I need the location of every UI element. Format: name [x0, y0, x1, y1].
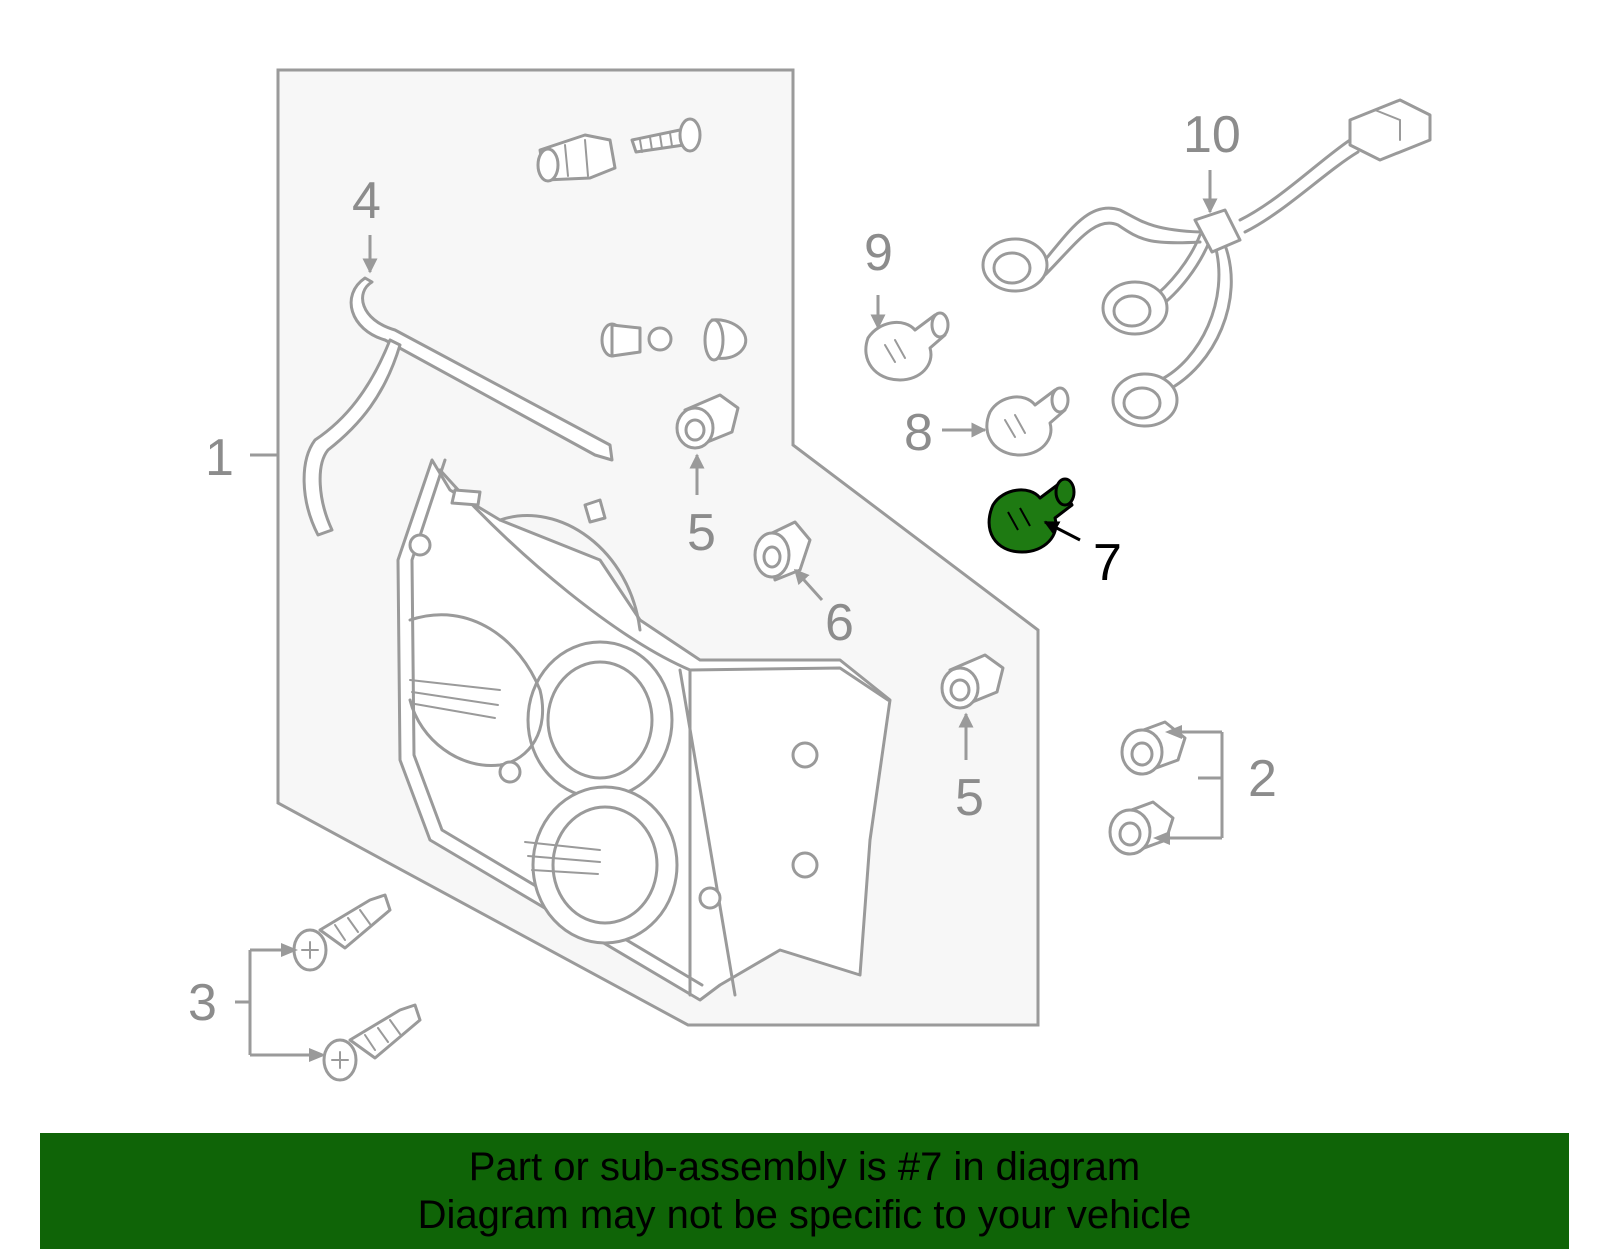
- banner-line-2: Diagram may not be specific to your vehi…: [417, 1193, 1192, 1237]
- screw-part-3-upper[interactable]: [292, 893, 392, 972]
- callout-6: 6: [825, 594, 854, 652]
- tail-lamp-assembly[interactable]: [396, 458, 892, 1002]
- callout-9: 9: [864, 224, 893, 282]
- leader-lines: [235, 170, 1224, 1062]
- callout-2: 2: [1248, 750, 1277, 808]
- callout-10: 10: [1183, 106, 1241, 164]
- info-banner: Part or sub-assembly is #7 in diagram Di…: [40, 1133, 1569, 1249]
- wiring-harness[interactable]: [981, 98, 1432, 428]
- banner-line-1: Part or sub-assembly is #7 in diagram: [468, 1145, 1141, 1189]
- bulb-socket-lower[interactable]: [940, 653, 1005, 710]
- retaining-clip[interactable]: [536, 133, 617, 183]
- gasket-strip[interactable]: [302, 276, 614, 537]
- grommet[interactable]: [753, 520, 812, 582]
- panel-screw[interactable]: [630, 117, 702, 154]
- screw-part-3-lower[interactable]: [322, 1003, 422, 1082]
- callout-5-lower: 5: [955, 769, 984, 827]
- parts-diagram: 1 2 3 4 5 5 6 7 8 9 10: [188, 68, 1432, 1082]
- bulb-part-7-highlighted[interactable]: [987, 477, 1076, 554]
- callout-1: 1: [205, 429, 234, 487]
- callout-8: 8: [904, 404, 933, 462]
- callout-7: 7: [1093, 534, 1122, 592]
- bulb-socket-upper[interactable]: [675, 393, 740, 450]
- socket-part-2-lower[interactable]: [1108, 800, 1175, 856]
- callout-4: 4: [352, 172, 381, 230]
- bulb-part-8[interactable]: [985, 386, 1070, 457]
- push-pin-clip[interactable]: [600, 318, 748, 362]
- bulb-part-9[interactable]: [864, 311, 950, 382]
- callout-3: 3: [188, 974, 217, 1032]
- callout-5-upper: 5: [687, 504, 716, 562]
